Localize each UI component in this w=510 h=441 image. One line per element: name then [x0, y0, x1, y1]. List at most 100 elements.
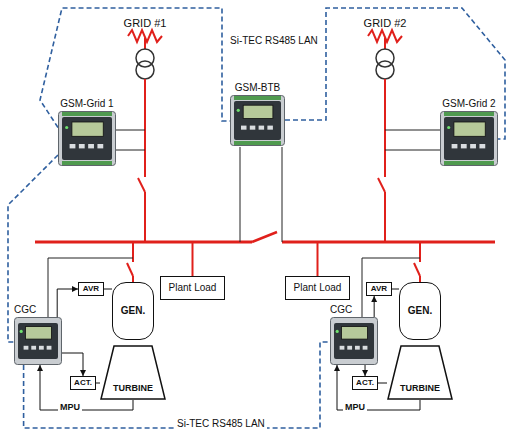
keypad-button	[452, 144, 458, 148]
device-screen	[26, 327, 52, 339]
breaker-symbol	[127, 263, 133, 276]
controller-body	[230, 95, 285, 146]
device-face	[62, 117, 112, 160]
control-connector	[371, 296, 377, 317]
actuator-box: ACT.	[352, 376, 378, 390]
grid-label: GRID #1	[124, 17, 167, 30]
connector-label-holder: Si-TEC RS485 LAN	[228, 30, 320, 48]
keypad-button	[461, 144, 467, 148]
load-feeder-line	[317, 242, 319, 276]
grid-feeder-line	[384, 38, 386, 49]
connector-line	[104, 289, 112, 290]
turbine-shape: TURBINE	[387, 345, 453, 400]
status-led	[20, 330, 23, 333]
measurement-wire	[116, 130, 145, 131]
node-text: TURBINE	[113, 383, 153, 393]
device-screen	[72, 122, 103, 136]
connector-label: Si-TEC RS485 LAN	[175, 418, 267, 430]
control-connector	[96, 383, 100, 384]
grid-label-holder: GRID #2	[364, 13, 407, 31]
connector-label: Si-TEC RS485 LAN	[228, 35, 320, 47]
grid-label-holder: GRID #1	[124, 13, 167, 31]
node-text: Plant Load	[294, 282, 342, 294]
keypad-button	[24, 346, 29, 350]
device-frame	[331, 318, 378, 365]
connector-line	[392, 289, 399, 290]
measurement-wire	[282, 147, 283, 242]
controller-illustration	[330, 317, 378, 365]
controller-body	[14, 317, 62, 365]
controller-illustration	[440, 111, 498, 166]
keypad-button	[31, 346, 36, 350]
lan-connector	[24, 342, 330, 428]
node-text: TURBINE	[400, 383, 440, 393]
busbar	[35, 241, 252, 244]
plant-load-box: Plant Load	[160, 276, 225, 300]
turbine-body	[388, 346, 452, 399]
keypad-button	[479, 144, 485, 148]
node-text: GEN.	[121, 305, 145, 317]
connector-label: MPU	[58, 402, 82, 412]
breaker-symbol	[414, 263, 420, 276]
generator-box: GEN.	[112, 282, 154, 340]
keypad-button	[97, 144, 103, 148]
device-frame	[441, 112, 498, 166]
cgc-controller: CGC	[14, 303, 62, 365]
generator-feeder-line	[132, 242, 134, 262]
node-text: GEN.	[408, 305, 432, 317]
grid-feeder-line	[384, 192, 386, 242]
actuator-box: ACT.	[70, 376, 96, 390]
device-face	[18, 323, 58, 359]
control-connector	[378, 383, 387, 384]
controller-body	[330, 317, 378, 365]
device-frame	[59, 112, 116, 166]
avr-box: AVR	[78, 282, 104, 296]
connector-line	[40, 8, 230, 128]
device-screen	[243, 105, 273, 118]
node-text: AVR	[371, 284, 387, 293]
control-connector	[362, 365, 368, 376]
status-led	[237, 109, 240, 112]
breaker-symbol	[378, 178, 385, 192]
terminal-strip	[62, 112, 112, 116]
terminal-strip	[444, 112, 494, 116]
bus-tie-breaker	[252, 232, 277, 242]
controller-illustration	[14, 317, 62, 365]
measurement-wire	[116, 150, 145, 151]
gsm-controller: GSM-Grid 1	[58, 97, 116, 166]
lan-connector	[40, 8, 230, 128]
keypad-button	[79, 144, 85, 148]
keypad-button	[355, 346, 360, 350]
keypad-button	[47, 346, 52, 350]
control-connector	[62, 353, 86, 376]
keypad-button	[340, 346, 345, 350]
connector-line	[96, 383, 100, 384]
arrow-head	[371, 296, 377, 302]
device-screen	[454, 122, 485, 136]
connector-label-holder: MPU	[58, 396, 82, 414]
connector-line	[24, 342, 330, 428]
transformer-winding	[136, 61, 154, 79]
controller-name: CGC	[14, 303, 62, 317]
measurement-wire	[385, 150, 440, 151]
grid-feeder-line	[144, 79, 146, 177]
control-connector	[104, 289, 112, 290]
node-text: ACT.	[356, 378, 374, 387]
device-frame	[231, 96, 285, 146]
turbine-shape: TURBINE	[100, 345, 166, 400]
busbar	[282, 241, 495, 244]
device-face	[444, 117, 494, 160]
keypad-button	[250, 126, 256, 130]
keypad-button	[363, 346, 368, 350]
keypad-button	[267, 126, 273, 130]
controller-name: CGC	[330, 303, 378, 317]
device-face	[334, 323, 374, 359]
terminal-strip	[62, 161, 112, 165]
turbine-body	[101, 346, 165, 399]
avr-box: AVR	[366, 282, 392, 296]
device-screen	[342, 327, 368, 339]
terminal-strip	[234, 96, 281, 100]
terminal-strip	[234, 141, 281, 145]
controller-body	[440, 111, 498, 166]
